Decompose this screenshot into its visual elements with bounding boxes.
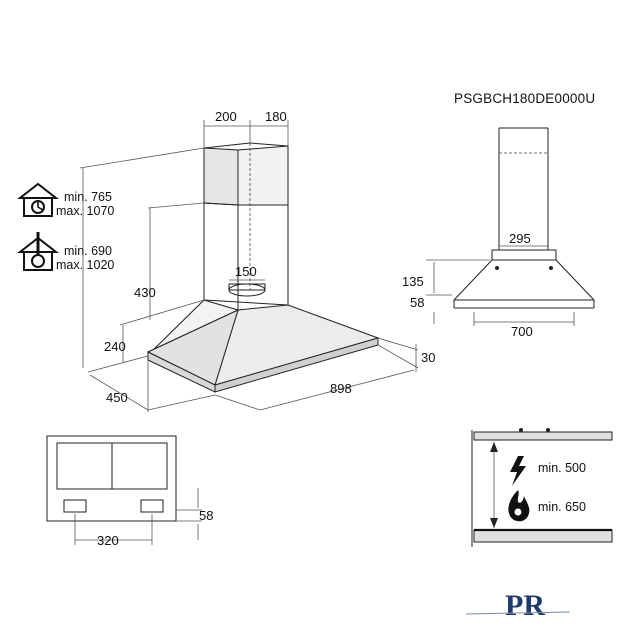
dim-side-bottom-width: 700 [511, 324, 533, 339]
house-duct-icon [17, 232, 59, 271]
dim-width-top: 200 [215, 109, 237, 124]
brand-mark: PR [505, 589, 545, 622]
dim-height-430: 430 [134, 285, 156, 300]
dim-outlet-diameter: 150 [235, 264, 257, 279]
dim-depth-top: 180 [265, 109, 287, 124]
dim-side-top-width: 295 [509, 231, 531, 246]
installation-clearance-view: min. 500 min. 650 [471, 428, 613, 547]
house-fan-icon [17, 182, 59, 217]
flame-icon [508, 490, 530, 522]
chimney-side-face [237, 145, 289, 206]
filter-right [140, 499, 164, 513]
chimney-min-recirculation: min. 765 [64, 190, 112, 204]
min-clearance-gas: min. 650 [538, 500, 586, 514]
dim-hood-depth: 450 [106, 390, 128, 405]
cooktop [473, 529, 613, 543]
dim-hood-width: 898 [330, 381, 352, 396]
chimney-front-face [203, 147, 239, 206]
lightning-icon [510, 456, 526, 486]
filter-panel-view: 320 58 [46, 435, 213, 548]
chimney-min-extraction: min. 690 [64, 244, 112, 258]
filter-left [63, 499, 87, 513]
min-clearance-electric: min. 500 [538, 461, 586, 475]
chimney-max-recirculation: max. 1070 [56, 204, 114, 218]
chimney-max-extraction: max. 1020 [56, 258, 114, 272]
side-view: PSGBCH180DE0000U 295 135 58 700 [402, 91, 595, 339]
dim-filter-offset: 58 [199, 508, 213, 523]
main-isometric-view: 200 180 430 240 150 450 898 30 [17, 109, 435, 412]
dim-side-height-135: 135 [402, 274, 424, 289]
model-code: PSGBCH180DE0000U [454, 91, 595, 106]
brand-logo: PR [465, 589, 571, 622]
hood-bottom-plate [473, 431, 613, 441]
dim-hood-thickness: 30 [421, 350, 435, 365]
dim-side-height-58: 58 [410, 295, 424, 310]
dim-filter-spacing: 320 [97, 533, 119, 548]
dim-height-240: 240 [104, 339, 126, 354]
